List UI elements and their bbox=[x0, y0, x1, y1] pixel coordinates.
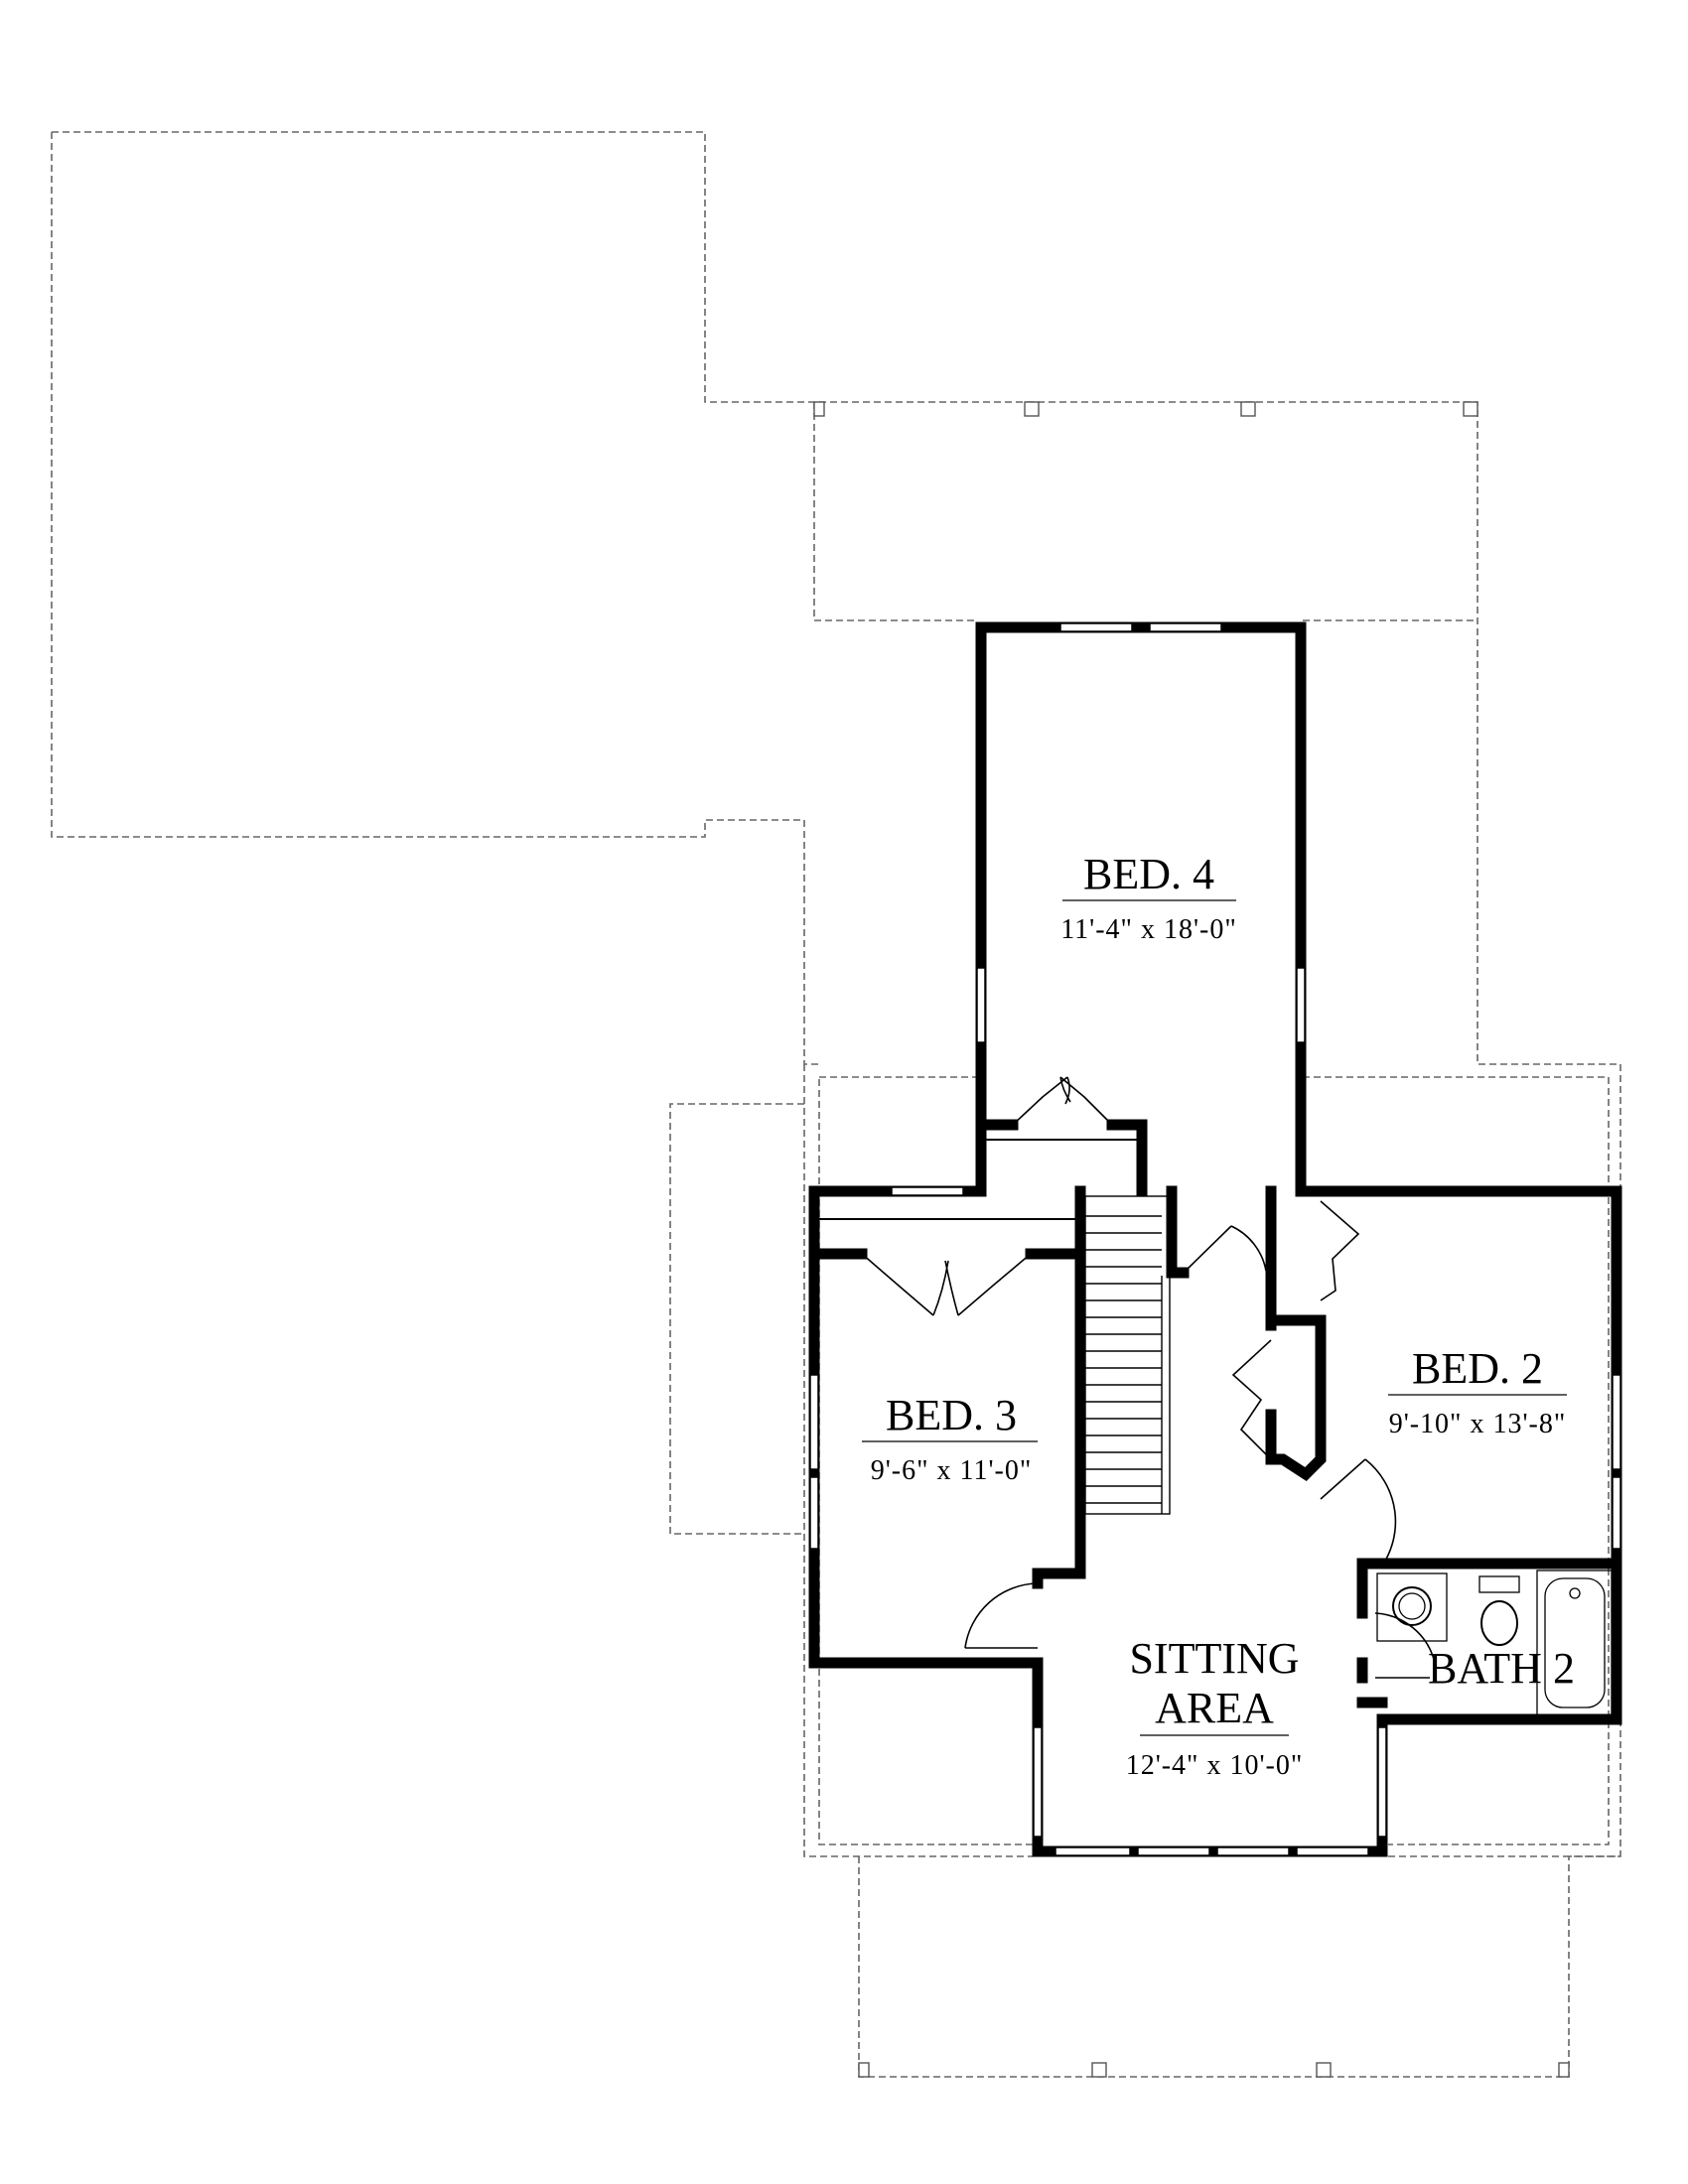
roof-outline-west-lower bbox=[669, 1103, 804, 1535]
stair-outline bbox=[1084, 1195, 1171, 1515]
drain-icon bbox=[1569, 1587, 1581, 1599]
post bbox=[1024, 401, 1040, 417]
bed3-closet-bifold-door bbox=[861, 1253, 1032, 1316]
stair-wall bbox=[1074, 1185, 1190, 1279]
bed2-closet-walls bbox=[1265, 1185, 1327, 1482]
roof-outline-main bbox=[52, 131, 1621, 1857]
window bbox=[1059, 622, 1133, 632]
bed2-dimensions: 9'-10" x 13'-8" bbox=[1389, 1409, 1567, 1439]
stair-treads bbox=[1085, 1215, 1162, 1504]
window bbox=[1612, 1374, 1621, 1470]
bathtub-inner bbox=[1544, 1577, 1606, 1708]
window bbox=[1377, 1726, 1387, 1838]
bed4-walls bbox=[975, 621, 1307, 1197]
bed3-entry-door bbox=[964, 1582, 1039, 1649]
bed4-label: BED. 4 bbox=[1083, 850, 1214, 898]
window bbox=[1296, 1846, 1369, 1856]
room-labels: BED. 4 11'-4" x 18'-0" BED. 3 9'-6" x 11… bbox=[862, 850, 1575, 1781]
porch-rear-outline bbox=[813, 402, 1477, 621]
staircase bbox=[1084, 1195, 1171, 1515]
interior-walls bbox=[813, 1119, 1622, 1708]
post bbox=[1091, 2062, 1107, 2078]
post bbox=[813, 401, 825, 417]
bed4-closet-walls bbox=[975, 1119, 1148, 1197]
bed2-walls bbox=[1295, 1185, 1622, 1725]
sitting-area-dimensions: 12'-4" x 10'-0" bbox=[1126, 1750, 1304, 1781]
window bbox=[976, 967, 986, 1043]
window bbox=[1137, 1846, 1210, 1856]
post bbox=[858, 2062, 870, 2078]
window bbox=[809, 1374, 819, 1470]
bath2-entry-door bbox=[1374, 1612, 1436, 1679]
bed4-closet-bifold-door bbox=[1012, 1076, 1113, 1126]
window bbox=[809, 1476, 819, 1550]
post bbox=[1558, 2062, 1570, 2078]
bed2-closet-upper-bifold bbox=[1320, 1200, 1360, 1301]
bath2-label: BATH 2 bbox=[1428, 1644, 1575, 1693]
toilet-icon bbox=[1480, 1600, 1518, 1646]
bed2-label: BED. 2 bbox=[1412, 1344, 1543, 1393]
window bbox=[1296, 967, 1306, 1043]
porch-posts bbox=[813, 401, 1570, 2078]
window bbox=[1612, 1476, 1621, 1550]
sink-basin bbox=[1398, 1592, 1426, 1620]
window bbox=[891, 1186, 964, 1196]
bed4-entry-door bbox=[1183, 1225, 1267, 1274]
toilet-tank bbox=[1478, 1575, 1520, 1593]
bed2-entry-door bbox=[1320, 1458, 1397, 1570]
bath2-walls bbox=[1356, 1558, 1622, 1708]
bed3-dimensions: 9'-6" x 11'-0" bbox=[871, 1455, 1033, 1486]
bath-vanity bbox=[1376, 1572, 1448, 1642]
bed4-dimensions: 11'-4" x 18'-0" bbox=[1060, 914, 1237, 945]
window bbox=[1149, 622, 1222, 632]
roof-outline-west bbox=[51, 132, 819, 1065]
windows bbox=[809, 622, 1621, 1856]
doors bbox=[861, 1076, 1436, 1679]
bathtub bbox=[1536, 1570, 1613, 1716]
bed3-label: BED. 3 bbox=[886, 1391, 1017, 1439]
post bbox=[1463, 401, 1478, 417]
window bbox=[1055, 1846, 1131, 1856]
sink-icon bbox=[1392, 1586, 1432, 1626]
front-porch-outline bbox=[858, 1856, 1570, 2078]
sitting-area-label-line2: AREA bbox=[1155, 1684, 1274, 1732]
window bbox=[1033, 1726, 1043, 1838]
window bbox=[1216, 1846, 1290, 1856]
post bbox=[1240, 401, 1256, 417]
post bbox=[1316, 2062, 1332, 2078]
sitting-area-label-line1: SITTING bbox=[1129, 1634, 1299, 1683]
roof-outline-porch-side bbox=[803, 1064, 1620, 1857]
bed2-closet-lower-bifold bbox=[1231, 1339, 1272, 1460]
bath2-fixtures bbox=[1376, 1570, 1613, 1716]
bed3-closet-walls bbox=[813, 1248, 1086, 1589]
